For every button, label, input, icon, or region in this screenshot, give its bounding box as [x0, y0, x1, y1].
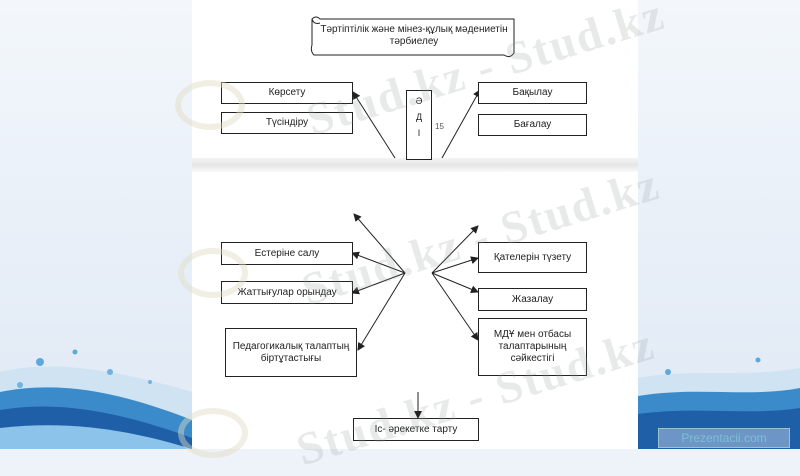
- connector-arrows: [351, 89, 481, 419]
- box-pedagogikalyk: Педагогикалық талаптың біртұтастығы: [225, 328, 357, 377]
- box-zhazalau: Жазалау: [478, 288, 587, 311]
- watermark-logo-2: [178, 248, 248, 298]
- brand-label: Prezentacii.com: [658, 428, 790, 448]
- letter-2: Д: [415, 112, 423, 122]
- watermark-logo-1: [175, 80, 245, 130]
- letter-1: Ә: [415, 96, 423, 106]
- letter-3: І: [417, 128, 421, 138]
- title-scroll-shape: [310, 16, 515, 58]
- box-bagalau: Бағалау: [478, 114, 587, 136]
- title-box: Тәртіптілік және мінез-құлық мәдениетін …: [320, 24, 508, 47]
- box-is-areket: Іс- әрекетке тарту: [353, 418, 479, 441]
- center-letter-box: Ә Д І: [406, 90, 432, 160]
- page-number: 15: [435, 122, 444, 131]
- box-mdu: МДҰ мен отбасы талаптарының сәйкестігі: [478, 318, 587, 376]
- box-esterine-salu: Естеріне салу: [221, 242, 353, 265]
- box-bakylau: Бақылау: [478, 82, 587, 104]
- slide-separator: [192, 158, 638, 172]
- box-katelerin: Қателерін түзету: [478, 242, 587, 273]
- watermark-logo-3: [178, 408, 248, 458]
- left-decoration: [0, 349, 192, 449]
